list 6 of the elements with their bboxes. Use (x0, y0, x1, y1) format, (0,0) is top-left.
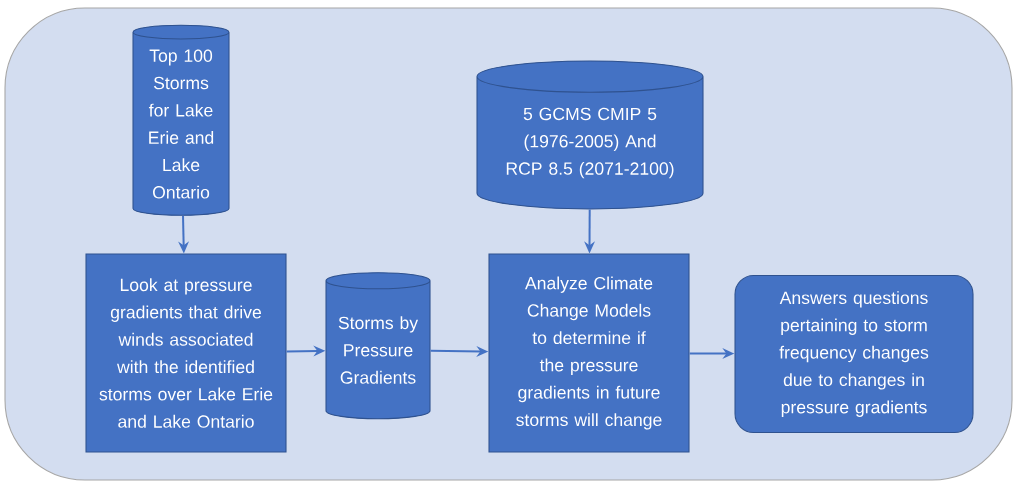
database-cylinder: Top 100 Storms for Lake Erie and Lake Ontario (132, 24, 230, 216)
result-box: Answers questions pertaining to storm frequency changes due to changes in pressure gradients (734, 274, 974, 434)
database-cylinder: 5 GCMS CMIP 5 (1976-2005) And RCP 8.5 (2071-2100) (476, 60, 704, 210)
process-box: Look at pressure gradients that drive winds associated with the identified storms over Lake Erie and Lake Ontario (85, 253, 287, 453)
database-cylinder: Storms by Pressure Gradients (325, 272, 431, 420)
process-box: Analyze Climate Change Models to determine if the pressure gradients in future storms will change (488, 253, 690, 453)
